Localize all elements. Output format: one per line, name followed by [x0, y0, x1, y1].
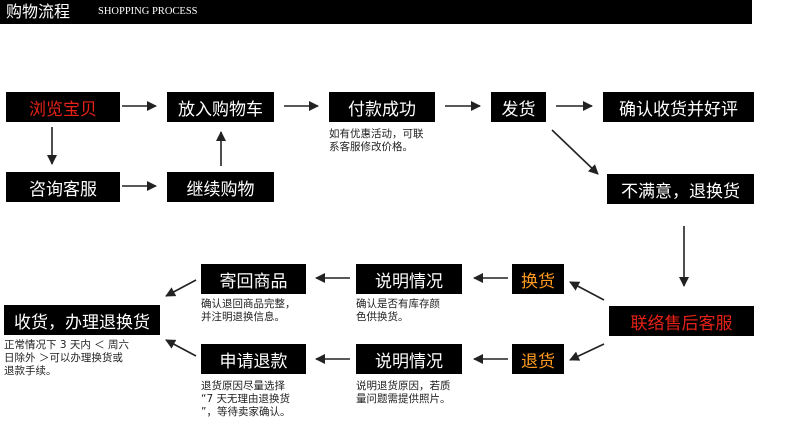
arrow-contact-to-refund	[569, 343, 605, 361]
note-pay: 如有优惠活动，可联 系客服修改价格。	[329, 128, 424, 153]
arrow-send-back-to-receive	[165, 279, 197, 297]
arrow-contact-to-exchange	[569, 281, 605, 301]
step-send-back: 寄回商品	[201, 264, 306, 294]
arrow-ship-to-unsatisfied	[551, 129, 599, 175]
step-cart: 放入购物车	[167, 92, 274, 122]
note-send-back: 确认退回商品完整， 并注明退换信息。	[201, 298, 296, 323]
step-unsatisfied: 不满意，退换货	[607, 174, 754, 204]
header-bar: 购物流程 SHOPPING PROCESS	[0, 0, 752, 24]
step-consult: 咨询客服	[6, 172, 120, 202]
step-browse: 浏览宝贝	[6, 92, 120, 122]
step-explain-top: 说明情况	[356, 264, 462, 294]
note-receive: 正常情况下 3 天内 ＜ 周六 日除外 ＞可以办理换货或 退款手续。	[4, 339, 130, 377]
header-title: 购物流程	[6, 2, 71, 21]
step-receive-return: 收货，办理退换货	[4, 305, 160, 335]
step-confirm: 确认收货并好评	[603, 92, 754, 122]
note-exchange: 确认是否有库存颜 色供换货。	[356, 298, 440, 323]
header-subtitle: SHOPPING PROCESS	[98, 6, 198, 17]
step-refund: 退货	[512, 344, 564, 374]
step-pay: 付款成功	[329, 92, 435, 122]
step-explain-bottom: 说明情况	[356, 344, 462, 374]
arrow-apply-refund-to-receive	[165, 339, 197, 357]
step-ship: 发货	[491, 92, 546, 122]
step-exchange: 换货	[512, 264, 564, 294]
step-continue-shopping: 继续购物	[167, 172, 274, 202]
step-contact-service: 联络售后客服	[609, 306, 754, 336]
note-refund: 说明退货原因，若质 量问题需提供照片。	[356, 380, 451, 405]
note-apply-refund: 退货原因尽量选择 “7 天无理由退换货 ”，等待卖家确认。	[201, 380, 291, 418]
step-apply-refund: 申请退款	[201, 344, 306, 374]
